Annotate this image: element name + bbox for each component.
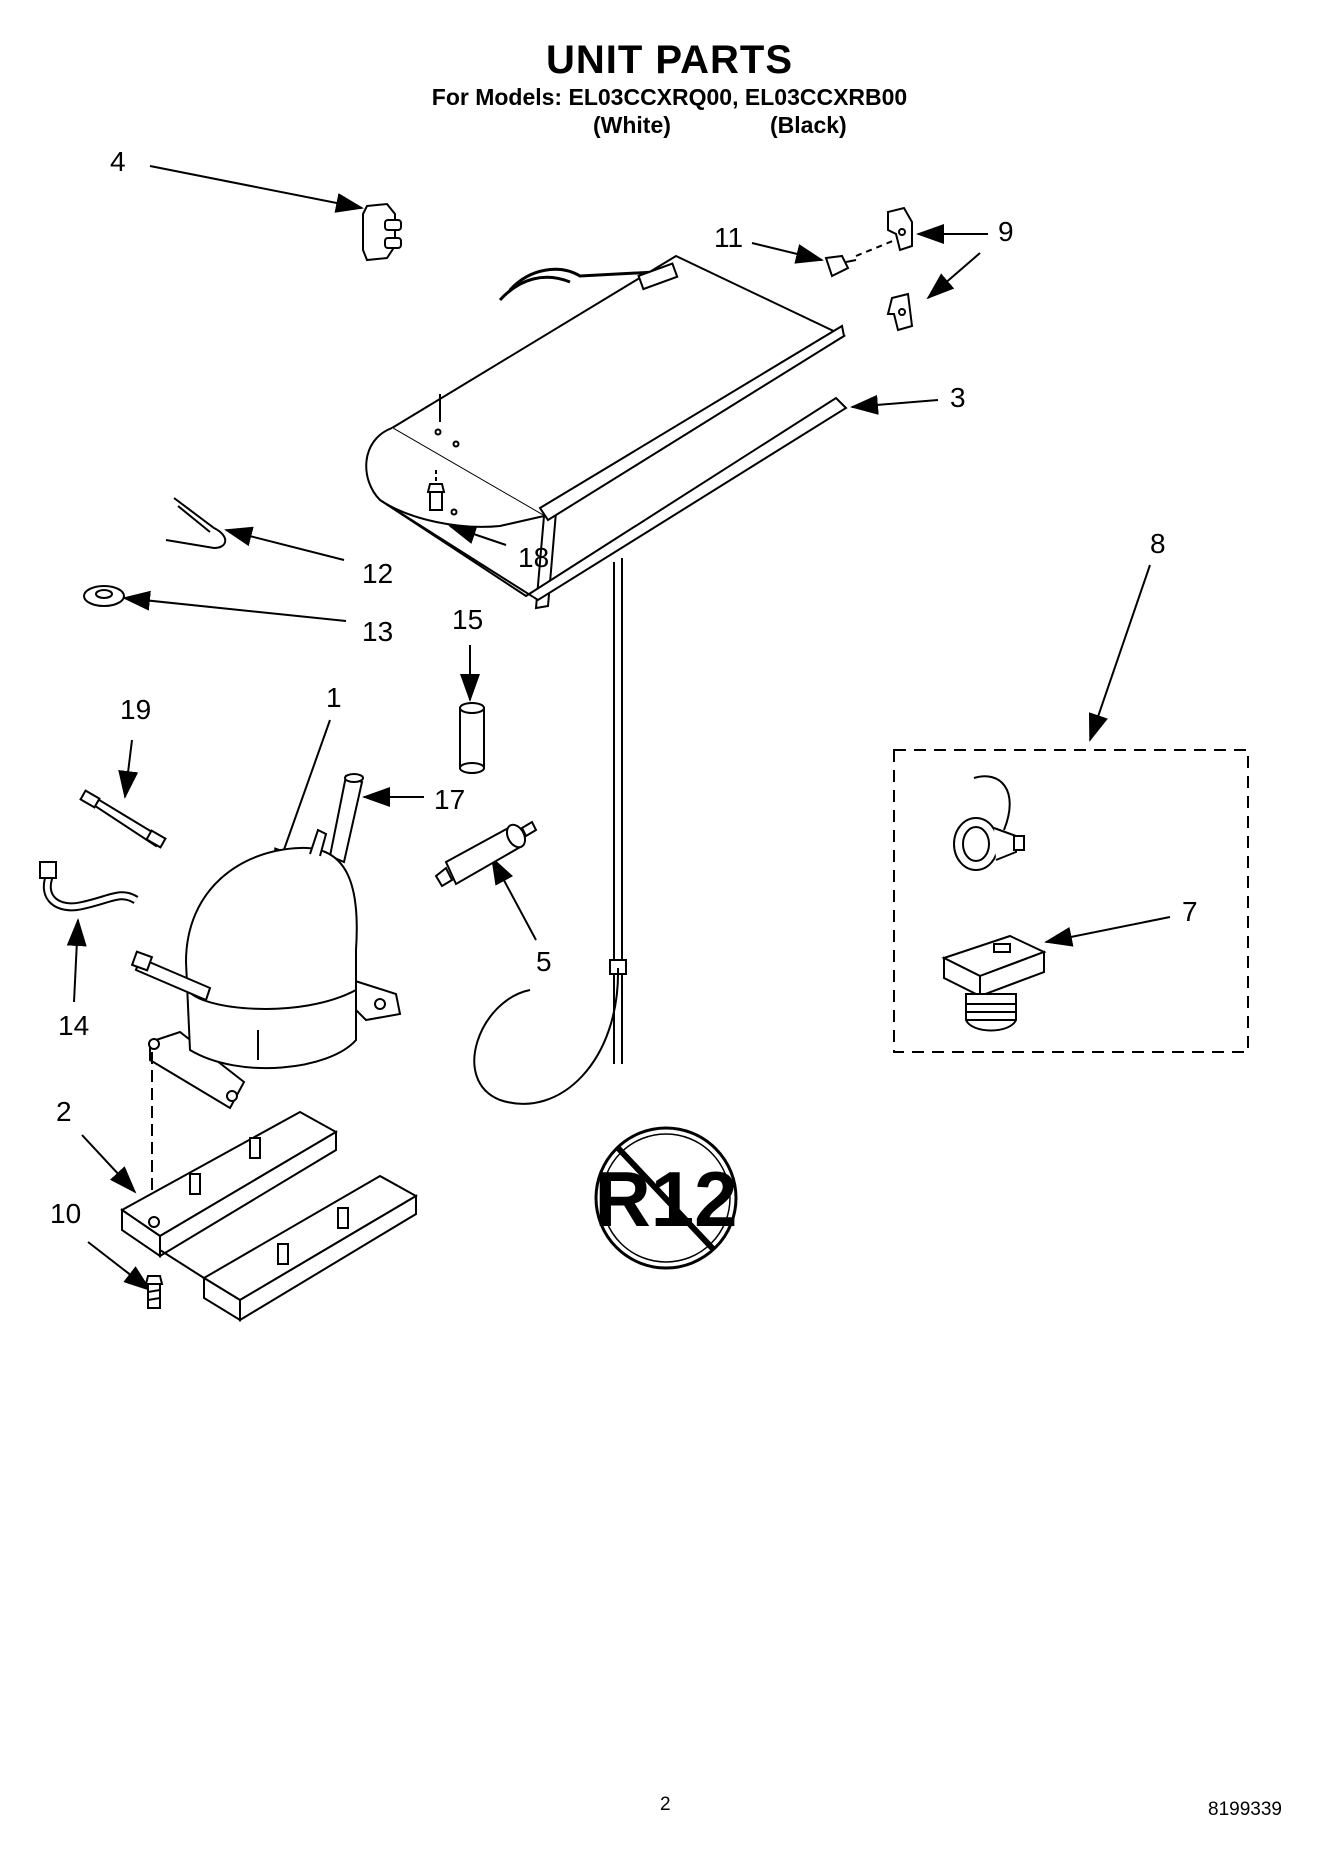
part-5-filter-drier — [434, 820, 538, 888]
part-8-overload — [953, 775, 1025, 871]
leader-4 — [149, 165, 364, 213]
leader-13 — [122, 590, 347, 622]
callout-17: 17 — [434, 784, 466, 815]
callout-12: 12 — [362, 558, 394, 589]
leader-9b — [926, 252, 981, 300]
callout-1: 1 — [326, 682, 342, 713]
part-11-screw — [824, 254, 857, 278]
part-8-kit-box — [893, 749, 1249, 1053]
document-number: 8199339 — [1208, 1799, 1282, 1820]
part-10-screw — [144, 1275, 164, 1309]
part-12-hairpin — [165, 497, 227, 550]
variant-white: (White) — [593, 112, 671, 138]
callout-15: 15 — [452, 604, 484, 635]
callout-19: 19 — [120, 694, 152, 725]
callout-14: 14 — [58, 1010, 90, 1041]
page-number: 2 — [660, 1794, 671, 1815]
callout-9: 9 — [998, 216, 1014, 247]
r12-badge: R12 — [594, 1126, 738, 1270]
callout-7: 7 — [1182, 896, 1198, 927]
leader-5 — [491, 856, 537, 941]
prohibition-slash — [615, 1145, 717, 1253]
part-18-screw — [426, 470, 446, 511]
part-4-clip — [362, 202, 402, 262]
part-3-evaporator — [365, 254, 848, 610]
part-15-sleeve — [459, 702, 485, 774]
leader-12 — [224, 526, 345, 561]
part-9-clamps — [886, 206, 914, 332]
leader-14 — [66, 918, 87, 1003]
callout-10: 10 — [50, 1198, 82, 1229]
part-13-washer — [83, 585, 125, 607]
callout-11: 11 — [714, 222, 744, 253]
callout-5: 5 — [536, 946, 552, 977]
leader-3 — [850, 394, 939, 415]
leader-19 — [118, 739, 139, 799]
part-2-base-bracket — [120, 1110, 419, 1322]
callout-13: 13 — [362, 616, 394, 647]
callout-3: 3 — [950, 382, 966, 413]
leader-10 — [87, 1241, 152, 1292]
part-19-link — [79, 789, 167, 849]
leader-8 — [1088, 564, 1151, 742]
part-14-tube — [39, 861, 139, 912]
callout-2: 2 — [56, 1096, 72, 1127]
screw-alignment-line — [855, 237, 901, 257]
models-line: For Models: EL03CCXRQ00, EL03CCXRB00 — [431, 84, 908, 110]
callout-8: 8 — [1150, 528, 1166, 559]
leader-2 — [81, 1134, 137, 1194]
page-title: UNIT PARTS — [545, 38, 794, 82]
variant-black: (Black) — [770, 112, 847, 138]
capillary-tube — [473, 558, 627, 1105]
part-1-compressor — [130, 828, 402, 1110]
part-7-relay — [941, 934, 1047, 1032]
leader-11 — [751, 242, 824, 264]
leader-7 — [1044, 916, 1171, 947]
callout-18: 18 — [518, 542, 550, 573]
part-17-tube — [328, 773, 364, 864]
callout-4: 4 — [110, 146, 126, 177]
leader-18 — [448, 524, 507, 546]
